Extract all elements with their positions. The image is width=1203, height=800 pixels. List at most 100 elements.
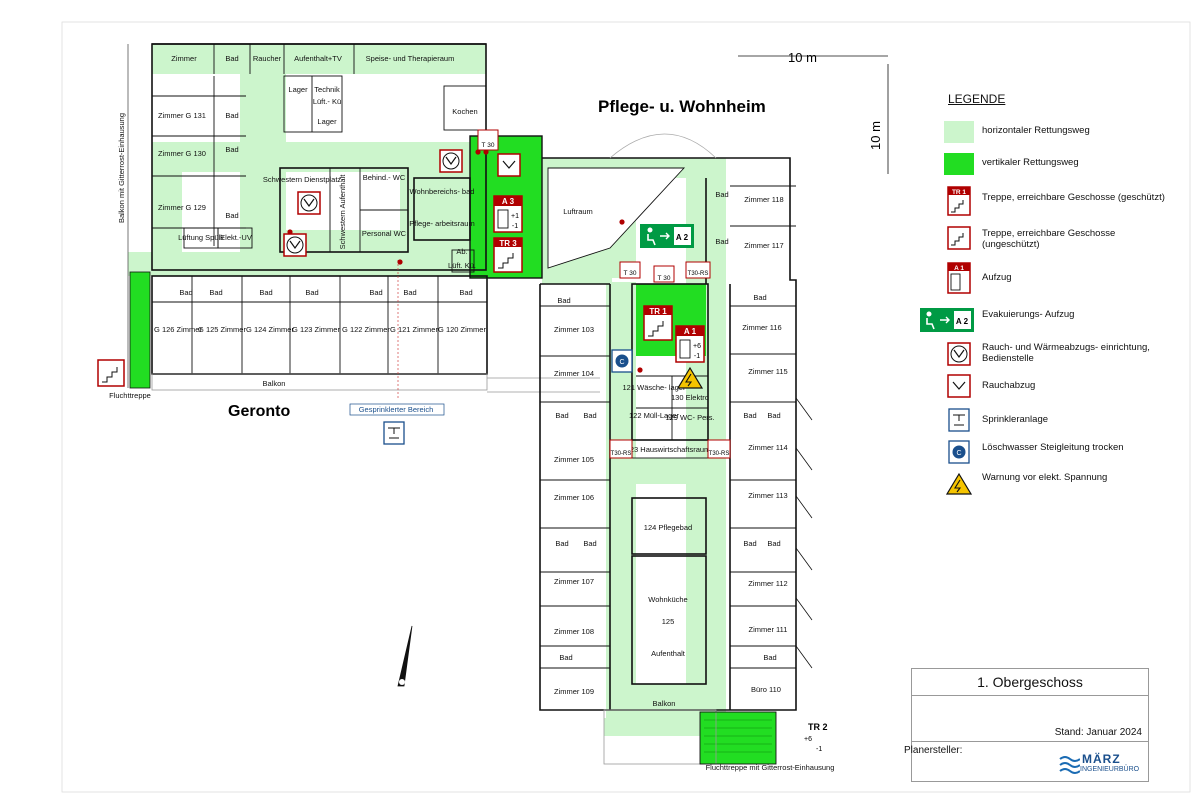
smoke-heat-exhaust-control-icon — [944, 342, 974, 366]
svg-text:-1: -1 — [694, 353, 700, 360]
svg-text:A 3: A 3 — [502, 197, 515, 206]
room-bad-118: Bad — [715, 190, 728, 199]
room-bad: Bad — [225, 54, 238, 63]
logo-main: MÄRZ — [1082, 752, 1121, 766]
room-z115: Zimmer 115 — [748, 367, 787, 376]
room-schwestern-dienstplatz: Schwestern Dienstplatz — [263, 175, 342, 184]
legend-text: Aufzug — [982, 272, 1012, 283]
room-r125: 125 — [662, 617, 675, 626]
room-z106: Zimmer 106 — [554, 493, 594, 502]
room-z104: Zimmer 104 — [554, 369, 594, 378]
room-z109: Zimmer 109 — [554, 687, 594, 696]
room-r123: 123 Hauswirtschaftsraum — [626, 445, 711, 454]
room-r122: 122 Müll-Lager — [629, 411, 680, 420]
unprotected-stair-icon — [944, 226, 974, 250]
room-bad-107a: Bad — [555, 539, 568, 548]
legend-text: Treppe, erreichbare Geschosse (geschützt… — [982, 192, 1165, 203]
sprinkler-icon — [944, 408, 974, 432]
room-speise: Speise- und Therapieraum — [366, 54, 455, 63]
room-aufenthalt-tv: Aufenthalt+TV — [294, 54, 342, 63]
room-buero110: Büro 110 — [751, 685, 781, 694]
legend-text: horizontaler Rettungsweg — [982, 125, 1090, 136]
room-lueft-kue2: Lüft. Kü. — [448, 261, 476, 270]
title-block: 1. Obergeschoss Stand: Januar 2024 Plane… — [904, 668, 1149, 782]
logo-wave-icon — [1059, 756, 1080, 774]
logo-sub: INGENIEURBÜRO — [1080, 766, 1140, 773]
room-z113: Zimmer 113 — [748, 491, 787, 500]
room-bad-126: Bad — [179, 288, 192, 297]
room-aufenthalt: Aufenthalt — [651, 649, 686, 658]
stair-tr2-sign: TR 2 +6 -1 — [804, 722, 828, 753]
svg-text:T30-RS: T30-RS — [688, 271, 709, 277]
room-technik: Technik — [314, 85, 340, 94]
pflege-room-labels: Luftraum Bad Zimmer 118 Bad Zimmer 117 B… — [554, 190, 834, 772]
north-arrow-icon — [397, 625, 413, 687]
svg-text:C: C — [956, 450, 961, 457]
room-lueftung-spuelk: Lüftung Spülk — [178, 233, 224, 242]
elevator-a3-sign: A 3 +1 -1 — [493, 195, 523, 233]
stair-tr1-sign: TR 1 — [643, 305, 673, 341]
room-bad-114a: Bad — [743, 411, 756, 420]
room-bad-114b: Bad — [767, 411, 780, 420]
legend-text: Rauch- und Wärmeabzugs- einrichtung, Bed… — [982, 342, 1150, 364]
room-z108: Zimmer 108 — [554, 627, 594, 636]
room-behind-wc: Behind.- WC — [363, 173, 406, 182]
room-bad-109: Bad — [559, 653, 572, 662]
room-g122: G 122 Zimmer — [342, 325, 390, 334]
room-g130: Zimmer G 130 — [158, 149, 206, 158]
room-bad-107b: Bad — [583, 539, 596, 548]
room-elekt-uv: Elekt.-UV — [220, 233, 252, 242]
room-bad-121: Bad — [403, 288, 416, 297]
svg-text:+6: +6 — [693, 343, 701, 350]
svg-text:A 1: A 1 — [684, 327, 697, 336]
legend-item-evacuation-elevator: A 2 Evakuierungs- Aufzug — [920, 308, 1172, 332]
stair-tr3-sign: TR 3 — [493, 237, 523, 273]
room-z107: Zimmer 107 — [554, 577, 594, 586]
maerz-logo: MÄRZ INGENIEURBÜRO — [1058, 751, 1148, 779]
room-pflegearbeitsraum: Pflege- arbeitsraum — [409, 219, 474, 228]
svg-text:T30-RS: T30-RS — [709, 451, 730, 457]
room-wohnkueche: Wohnküche — [648, 595, 687, 604]
room-bad-124: Bad — [259, 288, 272, 297]
room-g126: G 126 Zimmer — [154, 325, 202, 334]
svg-text:C: C — [619, 359, 624, 366]
room-lager: Lager — [288, 85, 308, 94]
room-bad-105a: Bad — [555, 411, 568, 420]
title-geronto: Geronto — [228, 403, 290, 420]
room-z116: Zimmer 116 — [742, 323, 781, 332]
legend-code-a1: A 1 — [954, 265, 964, 272]
room-r121: 121 Wäsche- lager — [623, 383, 686, 392]
room-z112: Zimmer 112 — [748, 579, 787, 588]
room-bad-103: Bad — [557, 296, 570, 305]
legend-text: vertikaler Rettungsweg — [982, 157, 1079, 168]
legend-text: Sprinkleranlage — [982, 414, 1049, 425]
scale-label-vertical: 10 m — [868, 121, 883, 150]
room-zimmer: Zimmer — [171, 54, 197, 63]
room-z117: Zimmer 117 — [744, 241, 783, 250]
room-ab: Ab. — [456, 247, 467, 256]
unprotected-stair-geronto — [97, 359, 125, 387]
room-personal-wc: Personal WC — [362, 229, 407, 238]
legend-code-a2: A 2 — [956, 317, 969, 326]
dry-riser-icon: C — [944, 440, 974, 464]
room-z118: Zimmer 118 — [744, 195, 783, 204]
legend-item-elevator: A 1 Aufzug — [944, 262, 1172, 294]
room-g121: G 121 Zimmer — [390, 325, 438, 334]
legend-item-sprinkler: Sprinkleranlage — [944, 408, 1172, 432]
svg-text:TR 1: TR 1 — [649, 307, 667, 316]
room-r130: 130 Elektro — [671, 393, 709, 402]
svg-text:A 2: A 2 — [676, 233, 689, 242]
smoke-control-panel-icon — [297, 191, 321, 215]
legend-item-horizontal-route: horizontaler Rettungsweg — [944, 120, 1172, 144]
horizontal-escape-route-swatch — [944, 120, 974, 144]
t30rs-door-2: T30-RS — [609, 439, 633, 459]
svg-text:-1: -1 — [512, 223, 518, 230]
room-g125: G 125 Zimmer — [198, 325, 246, 334]
legend-text: Treppe, erreichbare Geschosse (ungeschüt… — [982, 228, 1116, 250]
room-bad-111: Bad — [763, 653, 776, 662]
room-raucher: Raucher — [253, 54, 282, 63]
date-label: Stand: Januar 2024 — [1054, 727, 1142, 738]
room-z105: Zimmer 105 — [554, 455, 594, 464]
room-g120: G 120 Zimmer — [438, 325, 486, 334]
room-bad-130: Bad — [225, 145, 238, 154]
